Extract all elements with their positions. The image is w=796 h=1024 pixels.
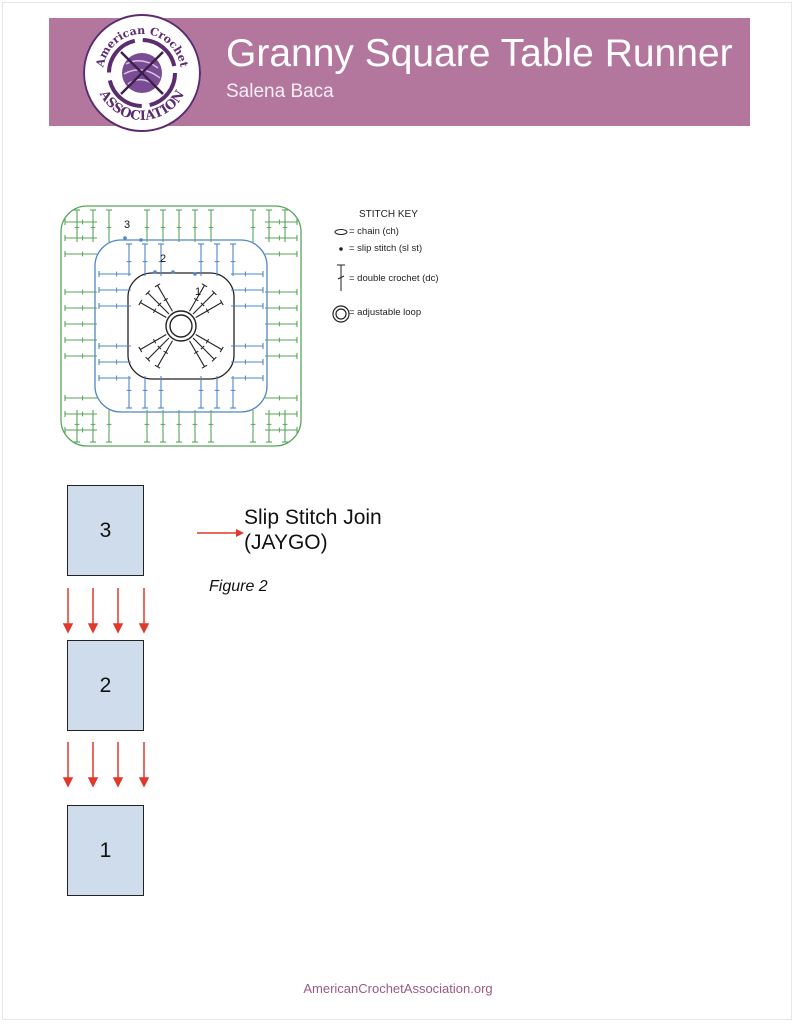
dc-top-bar xyxy=(154,364,161,369)
dc-top-bar xyxy=(211,290,217,296)
double-crochet-mark xyxy=(147,292,170,315)
adjustable-loop-icon xyxy=(332,305,350,323)
double-crochet-mark xyxy=(192,337,215,360)
dc-top-bar xyxy=(154,283,161,288)
double-crochet-mark xyxy=(140,334,167,350)
dc-top-bar xyxy=(201,283,208,288)
round-3-label: 3 xyxy=(124,219,130,231)
dc-cross-bar xyxy=(157,345,162,350)
stitch-chart xyxy=(60,205,302,447)
join-label-line2: (JAYGO) xyxy=(244,531,328,554)
dc-cross-bar xyxy=(193,350,199,355)
square-2: 2 xyxy=(67,640,144,731)
association-logo: American Crochet ASSOCIATION xyxy=(83,14,201,132)
square-1: 1 xyxy=(67,805,144,896)
double-crochet-mark xyxy=(195,334,222,350)
round-1-outline xyxy=(127,272,235,380)
key-slip-stitch-label: = slip stitch (sl st) xyxy=(349,243,423,254)
key-chain-label: = chain (ch) xyxy=(349,226,399,237)
dc-top-bar xyxy=(201,364,208,369)
double-crochet-icon xyxy=(337,264,345,291)
dc-top-bar xyxy=(138,346,143,353)
dc-cross-bar xyxy=(200,345,205,350)
join-arrows-2-1 xyxy=(62,742,150,788)
join-legend-label: Slip Stitch Join (JAYGO) xyxy=(244,505,382,555)
slip-stitch-dot xyxy=(171,270,175,274)
dc-top-bar xyxy=(145,356,151,362)
round-1-label: 1 xyxy=(195,286,201,298)
granny-square-diagram: 3 2 1 xyxy=(60,205,302,447)
dc-cross-bar xyxy=(193,297,199,302)
slip-stitch-dot xyxy=(139,238,143,242)
dc-cross-bar xyxy=(152,338,157,344)
dc-cross-bar xyxy=(205,338,210,344)
double-crochet-mark xyxy=(147,337,170,360)
stitch-key: STITCH KEY = chain (ch) = slip stitch (s… xyxy=(325,203,485,333)
slip-stitch-dot xyxy=(153,270,157,274)
round-2-label: 2 xyxy=(160,253,166,265)
dc-cross-bar xyxy=(163,297,169,302)
double-crochet-mark xyxy=(140,302,167,318)
center-loop-inner xyxy=(169,314,193,338)
slip-stitch-dot xyxy=(123,236,127,240)
dc-top-bar xyxy=(211,356,217,362)
slip-stitch-icon xyxy=(339,247,343,251)
join-legend-arrow xyxy=(197,529,244,537)
double-crochet-mark xyxy=(157,340,173,367)
chain-icon xyxy=(334,229,348,235)
stitch-key-title: STITCH KEY xyxy=(359,209,418,220)
double-crochet-mark xyxy=(189,285,205,312)
dc-cross-bar xyxy=(152,308,157,314)
dc-top-bar xyxy=(219,299,224,306)
dc-cross-bar xyxy=(205,308,210,314)
key-adjustable-loop-label: = adjustable loop xyxy=(349,307,422,318)
dc-cross-bar xyxy=(163,350,169,355)
slip-stitch-dot xyxy=(193,272,197,276)
stitch-key-icons xyxy=(332,229,350,323)
dc-top-bar xyxy=(219,346,224,353)
center-loop xyxy=(165,310,197,342)
page-title: Granny Square Table Runner xyxy=(226,32,733,75)
dc-top-bar xyxy=(138,299,143,306)
double-crochet-mark xyxy=(189,340,205,367)
join-arrows-3-2 xyxy=(62,588,150,634)
dc-cross-bar xyxy=(200,302,205,307)
footer-url: AmericanCrochetAssociation.org xyxy=(303,981,493,996)
dc-cross-bar xyxy=(157,302,162,307)
square-3: 3 xyxy=(67,485,144,576)
join-label-line1: Slip Stitch Join xyxy=(244,506,382,529)
double-crochet-mark xyxy=(157,285,173,312)
round-2-outline xyxy=(94,239,268,413)
author-name: Salena Baca xyxy=(226,81,334,102)
figure-caption: Figure 2 xyxy=(209,578,268,595)
double-crochet-mark xyxy=(195,302,222,318)
key-double-crochet-label: = double crochet (dc) xyxy=(349,273,439,284)
dc-top-bar xyxy=(145,290,151,296)
double-crochet-mark xyxy=(192,292,215,315)
round-3-outline xyxy=(60,205,302,447)
